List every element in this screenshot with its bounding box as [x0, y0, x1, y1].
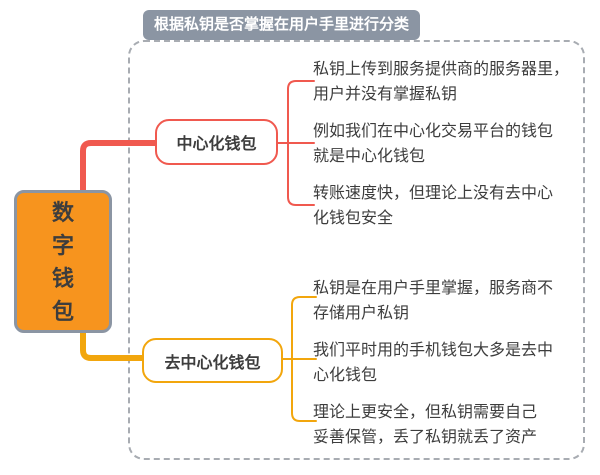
- category-label-badge: 根据私钥是否掌握在用户手里进行分类: [143, 10, 421, 40]
- root-node-label: 数字钱包: [51, 199, 74, 324]
- leaf-decentralized-1[interactable]: 私钥是在用户手里掌握，服务商不 存储用户私钥: [313, 280, 554, 322]
- category-group-border: [128, 40, 585, 460]
- leaf-decentralized-2[interactable]: 我们平时用的手机钱包大多是去中 心化钱包: [313, 342, 554, 384]
- branch-node-label: 去中心化钱包: [164, 354, 261, 372]
- branch-node-label: 中心化钱包: [176, 136, 257, 153]
- leaf-centralized-1[interactable]: 私钥上传到服务提供商的服务器里， 用户并没有掌握私钥: [313, 61, 570, 103]
- root-node-digital-wallet[interactable]: 数字钱包: [14, 190, 112, 333]
- branch-node-centralized-wallet[interactable]: 中心化钱包: [155, 119, 278, 165]
- branch-node-decentralized-wallet[interactable]: 去中心化钱包: [142, 338, 283, 383]
- leaf-decentralized-3[interactable]: 理论上更安全，但私钥需要自己 妥善保管，丢了私钥就丢了资产: [313, 404, 538, 446]
- leaf-centralized-3[interactable]: 转账速度快，但理论上没有去中心 化钱包安全: [313, 185, 554, 227]
- leaf-centralized-2[interactable]: 例如我们在中心化交易平台的钱包 就是中心化钱包: [313, 123, 554, 165]
